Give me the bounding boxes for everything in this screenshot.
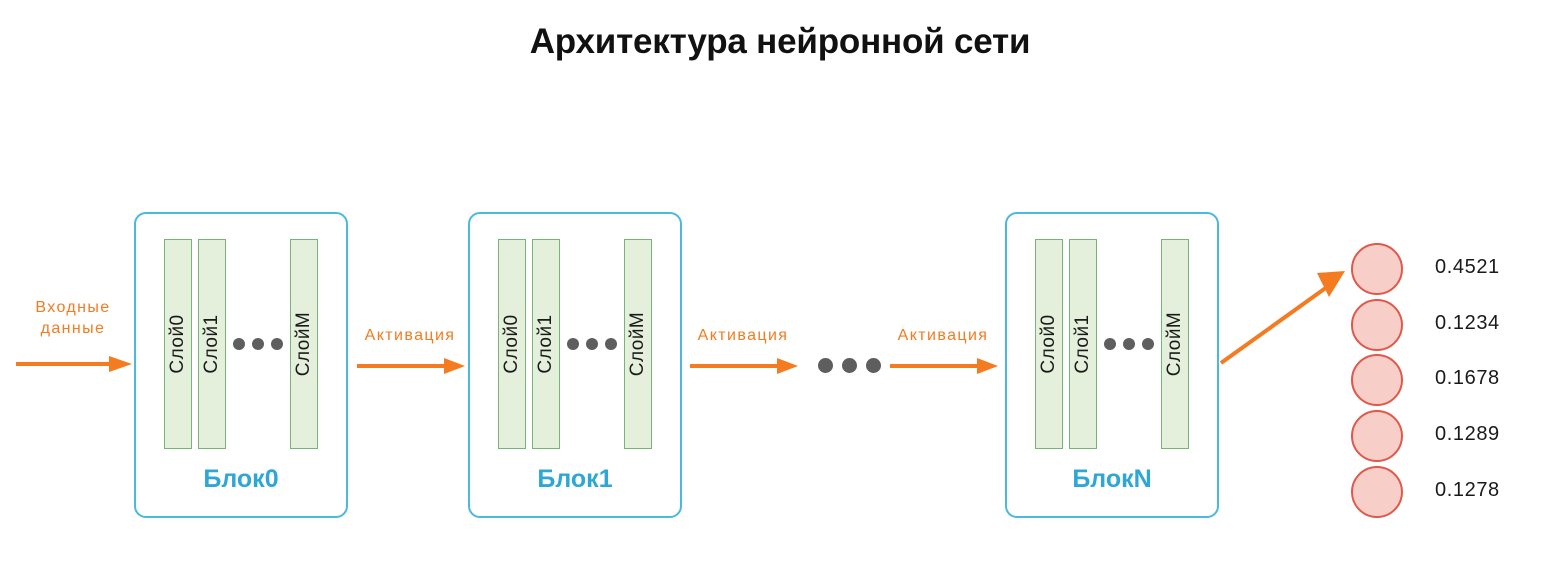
activation-label-2: Активация: [697, 327, 789, 344]
input-label-line2: данные: [40, 319, 106, 337]
page-title: Архитектура нейронной сети: [529, 22, 1031, 61]
layer-m[interactable]: СлойМ: [624, 239, 652, 449]
activation-arrow-group-2: Активация: [688, 326, 798, 386]
three-dots-icon: [1103, 239, 1155, 449]
input-label: Входные данные: [14, 298, 132, 340]
arrow-right-icon: [690, 358, 798, 374]
layer-0-label: Слой0: [501, 314, 522, 374]
layer-m-label: СлойМ: [627, 311, 648, 377]
output-value-2: 0.1678: [1435, 367, 1500, 389]
dot: [233, 338, 245, 350]
output-value-0: 0.4521: [1435, 256, 1500, 278]
dot: [866, 358, 881, 373]
output-node-0[interactable]: [1351, 243, 1403, 295]
dot: [567, 338, 579, 350]
dot: [1123, 338, 1135, 350]
activation-arrow-group-1: Активация: [355, 326, 465, 386]
dot: [605, 338, 617, 350]
block-0-label: Блок0: [203, 465, 279, 493]
layer-0[interactable]: Слой0: [164, 239, 192, 449]
layer-1-label: Слой1: [535, 314, 556, 374]
activation-arrow-group-3: Активация: [888, 326, 998, 386]
dot: [842, 358, 857, 373]
three-dots-icon: [566, 239, 618, 449]
layer-1[interactable]: Слой1: [198, 239, 226, 449]
layer-0[interactable]: Слой0: [498, 239, 526, 449]
layer-1-label: Слой1: [1072, 314, 1093, 374]
output-node-4[interactable]: [1351, 466, 1403, 518]
block-1-label: Блок1: [537, 465, 613, 493]
layer-m[interactable]: СлойМ: [1161, 239, 1189, 449]
three-dots-icon: [232, 239, 284, 449]
output-value-1: 0.1234: [1435, 312, 1500, 334]
dot: [1104, 338, 1116, 350]
layer-0-label: Слой0: [167, 314, 188, 374]
block-1[interactable]: Слой0 Слой1 СлойМ Блок1: [468, 212, 682, 518]
input-arrow-group: Входные данные: [14, 298, 132, 378]
dot: [1142, 338, 1154, 350]
layer-0[interactable]: Слой0: [1035, 239, 1063, 449]
arrow-right-icon: [357, 358, 465, 374]
output-value-3: 0.1289: [1435, 423, 1500, 445]
dot: [252, 338, 264, 350]
block-0[interactable]: Слой0 Слой1 СлойМ Блок0: [134, 212, 348, 518]
activation-label-3: Активация: [897, 327, 989, 344]
dot: [271, 338, 283, 350]
diagonal-arrow-icon: [1219, 271, 1345, 365]
dot: [818, 358, 833, 373]
block-1-layers: Слой0 Слой1 СлойМ: [470, 239, 680, 449]
output-node-2[interactable]: [1351, 354, 1403, 406]
layer-1[interactable]: Слой1: [532, 239, 560, 449]
output-value-4: 0.1278: [1435, 479, 1500, 501]
three-dots-icon: [818, 358, 881, 373]
layer-1-label: Слой1: [201, 314, 222, 374]
layer-1[interactable]: Слой1: [1069, 239, 1097, 449]
output-node-1[interactable]: [1351, 299, 1403, 351]
block-0-layers: Слой0 Слой1 СлойМ: [136, 239, 346, 449]
input-label-line1: Входные: [35, 299, 111, 316]
block-n-layers: Слой0 Слой1 СлойМ: [1007, 239, 1217, 449]
layer-m-label: СлойМ: [293, 311, 314, 377]
layer-m[interactable]: СлойМ: [290, 239, 318, 449]
arrow-right-icon: [16, 356, 132, 372]
block-n-label: БлокN: [1072, 465, 1152, 493]
layer-m-label: СлойМ: [1164, 311, 1185, 377]
dot: [586, 338, 598, 350]
arrow-right-icon: [890, 358, 998, 374]
output-node-3[interactable]: [1351, 410, 1403, 462]
layer-0-label: Слой0: [1038, 314, 1059, 374]
activation-label-1: Активация: [364, 327, 456, 344]
block-n[interactable]: Слой0 Слой1 СлойМ БлокN: [1005, 212, 1219, 518]
